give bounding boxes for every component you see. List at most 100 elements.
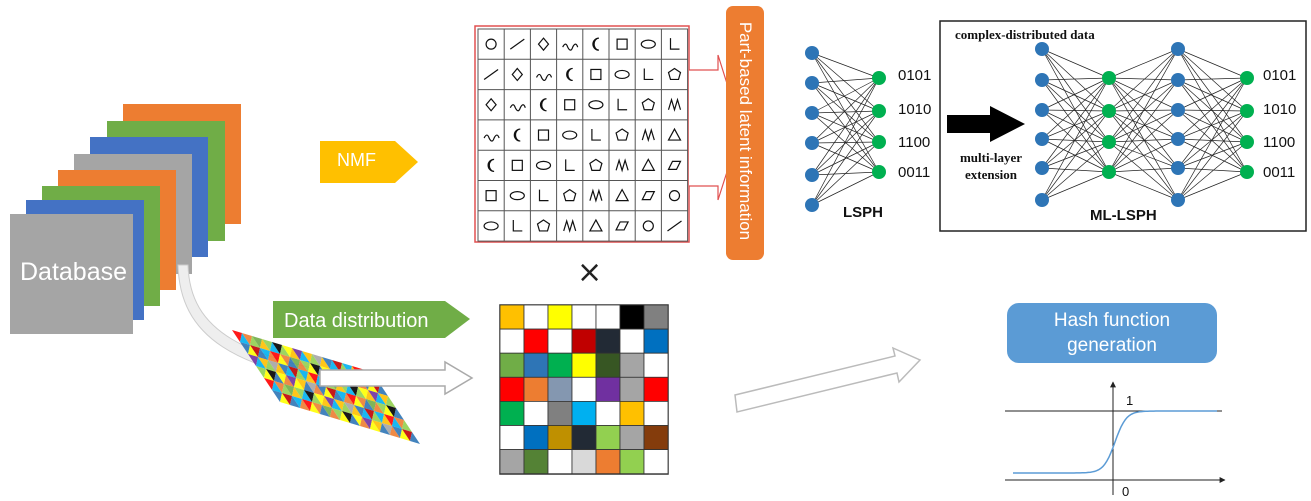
hexagon-icon xyxy=(509,38,525,50)
patch-triangle xyxy=(350,414,360,426)
color-cell xyxy=(547,376,573,402)
color-cell xyxy=(595,376,621,402)
input-node xyxy=(1171,161,1185,175)
patch-triangle xyxy=(332,408,342,420)
latent-info-bar xyxy=(726,6,764,260)
ring-icon xyxy=(537,129,550,141)
database-label: Database xyxy=(20,258,128,286)
network-edge xyxy=(811,82,880,112)
patch-triangle xyxy=(306,372,316,384)
network-edge xyxy=(1177,77,1248,111)
color-cell xyxy=(523,304,549,330)
color-cell xyxy=(571,376,597,402)
patch-triangle xyxy=(314,393,324,405)
patch-triangle xyxy=(306,381,316,393)
patch-triangle xyxy=(322,396,332,408)
input-node xyxy=(1035,42,1049,56)
network-edge xyxy=(1041,77,1110,201)
star-icon xyxy=(487,158,495,172)
color-cell xyxy=(619,400,645,426)
color-cell xyxy=(523,376,549,402)
patch-triangle xyxy=(346,384,356,396)
network-edge xyxy=(1177,79,1248,112)
cross-icon xyxy=(615,158,629,173)
color-cell xyxy=(571,449,597,475)
network-edge xyxy=(811,141,880,206)
hidden-node xyxy=(1240,104,1254,118)
patch-triangle xyxy=(278,354,288,366)
ring-icon xyxy=(564,99,576,111)
color-cell xyxy=(571,400,597,426)
crescent-icon xyxy=(538,189,549,202)
color-cell xyxy=(619,352,645,378)
patch-triangle xyxy=(252,336,262,348)
patch-triangle xyxy=(356,396,366,408)
patch-triangle xyxy=(378,384,388,396)
database-stack xyxy=(10,104,241,334)
ml-lsph-code: 0101 xyxy=(1263,67,1297,84)
color-cell xyxy=(643,304,669,330)
network-edge xyxy=(811,171,880,206)
lsph-label: LSPH xyxy=(843,204,884,221)
network-edge xyxy=(1177,48,1248,79)
network-edge xyxy=(1041,48,1110,112)
color-cell xyxy=(547,352,573,378)
network-edge xyxy=(1177,79,1248,143)
network-edge xyxy=(1177,48,1248,112)
patch-triangle xyxy=(282,384,292,396)
triangle-patch xyxy=(232,330,420,444)
cross-icon xyxy=(667,97,682,112)
to-hash-arrow xyxy=(734,346,922,413)
patch-triangle xyxy=(272,390,282,402)
patch-triangle xyxy=(376,402,386,414)
patch-triangle xyxy=(390,426,400,438)
patch-triangle xyxy=(312,402,322,414)
patch-triangle xyxy=(276,363,286,375)
network-edge xyxy=(1108,110,1179,169)
color-cell xyxy=(499,425,525,451)
hidden-node xyxy=(1240,135,1254,149)
crescent-icon xyxy=(591,129,601,141)
patch-triangle xyxy=(354,396,364,408)
diamond-icon xyxy=(537,37,550,52)
color-cell xyxy=(643,352,669,378)
patch-triangle xyxy=(378,393,388,405)
patch-triangle xyxy=(342,402,352,414)
color-cell xyxy=(619,425,645,451)
patch-triangle xyxy=(310,363,320,375)
patch-triangle xyxy=(268,360,278,372)
input-node xyxy=(805,136,819,150)
patch-triangle xyxy=(298,369,308,381)
input-node xyxy=(1035,103,1049,117)
patch-triangle xyxy=(356,387,366,399)
color-cell xyxy=(547,328,573,354)
pentagon-icon xyxy=(641,98,655,111)
coil-icon xyxy=(667,127,682,141)
network-edge xyxy=(1108,138,1179,143)
network-edge xyxy=(811,77,880,114)
patch-triangle xyxy=(370,420,380,432)
network-edge xyxy=(1177,109,1248,112)
patch-triangle xyxy=(342,411,352,423)
hidden-node xyxy=(1102,71,1116,85)
multiply-symbol: × xyxy=(577,255,603,290)
patch-triangle xyxy=(394,408,404,420)
extension-line2: extension xyxy=(965,167,1017,182)
patch-triangle xyxy=(250,345,260,357)
patch-triangle xyxy=(402,429,412,441)
shape-grid xyxy=(477,28,689,242)
patch-triangle xyxy=(280,354,290,366)
diamond-icon xyxy=(511,67,524,82)
patch-triangle xyxy=(386,396,396,408)
patch-triangle xyxy=(320,357,330,369)
patch-triangle xyxy=(242,333,252,345)
triangle-icon xyxy=(483,221,499,231)
network-edge xyxy=(1177,77,1248,169)
color-cell xyxy=(499,304,525,330)
color-cell xyxy=(523,425,549,451)
patch-triangle xyxy=(374,411,384,423)
patch-triangle xyxy=(258,357,268,369)
patch-triangle xyxy=(392,417,402,429)
patch-triangle xyxy=(320,405,330,417)
network-edge xyxy=(1041,77,1110,169)
